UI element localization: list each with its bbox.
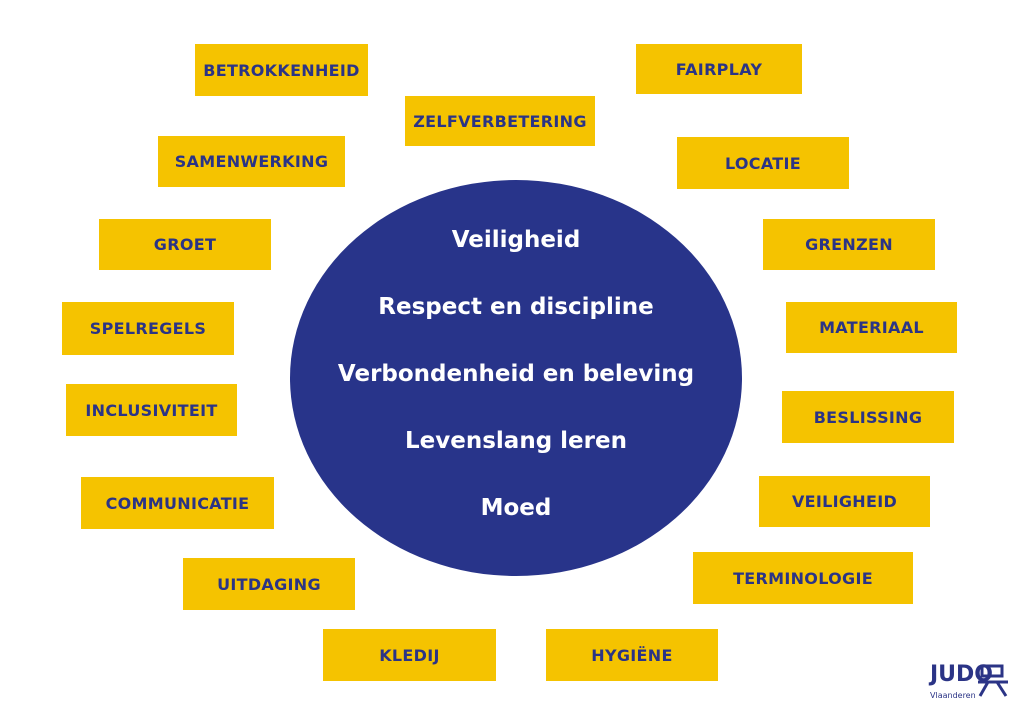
core-value-1: Veiligheid [451,227,581,253]
topic-box-groet: GROET [99,219,271,270]
judo-kanji-icon [978,664,1008,697]
topic-box-zelfverbetering: ZELFVERBETERING [405,96,595,146]
topic-box-terminologie: TERMINOLOGIE [693,552,913,604]
topic-box-locatie: LOCATIE [677,137,849,189]
topic-box-uitdaging: UITDAGING [183,558,355,610]
topic-box-inclusiviteit: INCLUSIVITEIT [66,384,237,436]
topic-box-betrokkenheid: BETROKKENHEID [195,44,368,96]
logo-subtitle: Vlaanderen [930,691,976,700]
topic-box-materiaal: MATERIAAL [786,302,957,353]
topic-box-hygiene: HYGIËNE [546,629,718,681]
topic-box-grenzen: GRENZEN [763,219,935,270]
topic-box-kledij: KLEDIJ [323,629,496,681]
core-value-3: Verbondenheid en beleving [337,361,695,387]
core-value-4: Levenslang leren [405,428,627,454]
judo-vlaanderen-logo: JUDO Vlaanderen [928,660,1018,720]
core-value-2: Respect en discipline [378,294,654,320]
topic-box-spelregels: SPELREGELS [62,302,234,355]
core-values-circle [290,180,742,576]
topic-box-communicatie: COMMUNICATIE [81,477,274,529]
topic-box-samenwerking: SAMENWERKING [158,136,345,187]
topic-box-fairplay: FAIRPLAY [636,44,802,94]
topic-box-beslissing: BESLISSING [782,391,954,443]
topic-box-veiligheid: VEILIGHEID [759,476,930,527]
core-value-5: Moed [480,495,552,521]
